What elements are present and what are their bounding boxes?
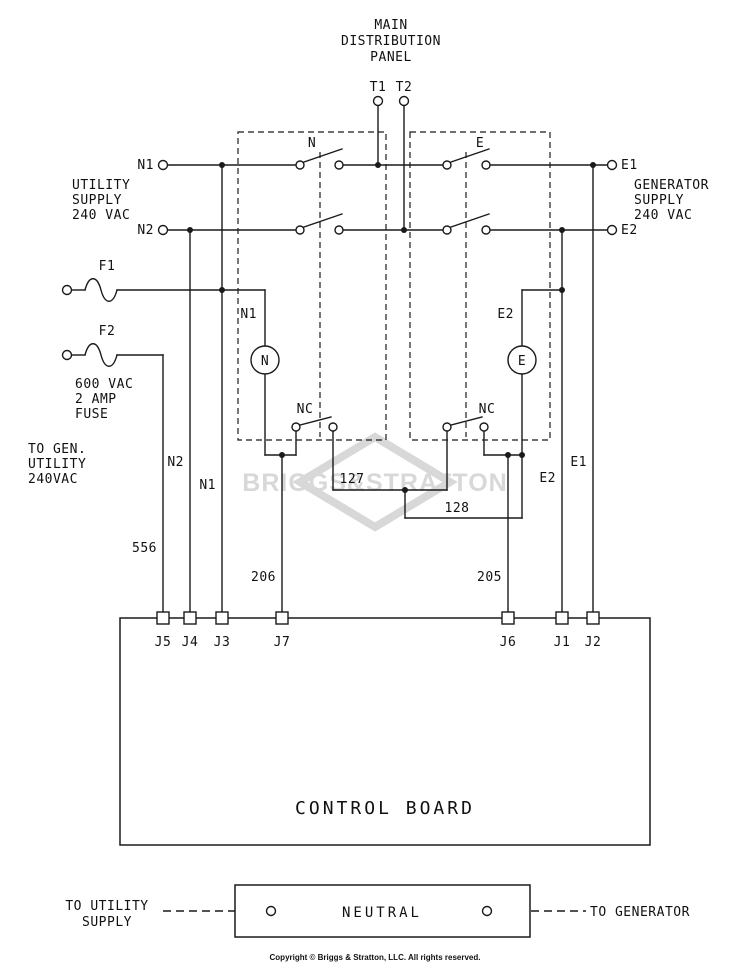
generator-supply-line3: 240 VAC bbox=[634, 208, 692, 223]
terminal-j3-label: J3 bbox=[214, 635, 231, 650]
panel-title-line2: DISTRIBUTION bbox=[341, 34, 441, 49]
watermark-text: BRIGGS&STRATTON bbox=[242, 469, 507, 497]
contactor-e-enclosure bbox=[409, 131, 551, 441]
fuse-spec-line3: FUSE bbox=[75, 407, 108, 422]
contactor-e-label: E bbox=[476, 136, 484, 151]
n-coil-feed-label: N1 bbox=[240, 307, 257, 322]
neutral-title: NEUTRAL bbox=[342, 905, 422, 921]
e-coil-feed-label: E2 bbox=[497, 307, 514, 322]
terminal-j6 bbox=[501, 611, 515, 625]
fuse-f1-symbol bbox=[84, 278, 118, 302]
contactor-n-enclosure bbox=[237, 131, 387, 441]
terminal-j1 bbox=[555, 611, 569, 625]
line-e2-label: E2 bbox=[621, 223, 638, 238]
e-coil-letter: E bbox=[518, 354, 526, 369]
terminal-j5 bbox=[156, 611, 170, 625]
brand-diamond-icon bbox=[292, 432, 458, 532]
utility-supply-line1: UTILITY bbox=[72, 178, 130, 193]
nc-contact-left-label: NC bbox=[297, 402, 314, 417]
wire-127-label: 127 bbox=[340, 472, 365, 487]
terminal-t2-label: T2 bbox=[396, 80, 413, 95]
neutral-generator-terminal bbox=[481, 905, 493, 917]
nc-contact-right-label: NC bbox=[479, 402, 496, 417]
terminal-j7-label: J7 bbox=[274, 635, 291, 650]
e-coil: E bbox=[507, 345, 537, 375]
neutral-left-label-line1: TO UTILITY bbox=[65, 899, 148, 914]
wire-128-label: 128 bbox=[445, 501, 470, 516]
terminal-j4 bbox=[183, 611, 197, 625]
wire-e2-label: E2 bbox=[539, 471, 556, 486]
n-coil: N bbox=[250, 345, 280, 375]
fuse-spec-line2: 2 AMP bbox=[75, 392, 117, 407]
terminal-j2-label: J2 bbox=[585, 635, 602, 650]
neutral-utility-terminal bbox=[265, 905, 277, 917]
contact-points bbox=[291, 148, 491, 432]
terminal-j1-label: J1 bbox=[554, 635, 571, 650]
brand-watermark: BRIGGS&STRATTON bbox=[242, 432, 507, 532]
wire-556-label: 556 bbox=[132, 541, 157, 556]
panel-title-line3: PANEL bbox=[370, 50, 412, 65]
junction-dots bbox=[187, 162, 596, 493]
generator-supply-line1: GENERATOR bbox=[634, 178, 709, 193]
control-board-title: CONTROL BOARD bbox=[295, 798, 475, 819]
wire-n2-label: N2 bbox=[167, 455, 184, 470]
fuse-f1-label: F1 bbox=[99, 259, 116, 274]
control-board: J5 J4 J3 J7 J6 J1 J2 CONTROL BOARD bbox=[119, 611, 651, 846]
terminal-j2 bbox=[586, 611, 600, 625]
wire-206-label: 206 bbox=[251, 570, 276, 585]
wire-n1-label: N1 bbox=[199, 478, 216, 493]
terminal-t1-label: T1 bbox=[370, 80, 387, 95]
generator-supply-line2: SUPPLY bbox=[634, 193, 684, 208]
contactor-n-label: N bbox=[308, 136, 316, 151]
neutral-right-label: TO GENERATOR bbox=[590, 905, 690, 920]
terminal-j4-label: J4 bbox=[182, 635, 199, 650]
utility-supply-line2: SUPPLY bbox=[72, 193, 122, 208]
utility-supply-line3: 240 VAC bbox=[72, 208, 130, 223]
n-coil-letter: N bbox=[261, 354, 269, 369]
terminal-j6-label: J6 bbox=[500, 635, 517, 650]
terminal-j7 bbox=[275, 611, 289, 625]
fuse-f2-label: F2 bbox=[99, 324, 116, 339]
fuse-dest-line2: UTILITY bbox=[28, 457, 86, 472]
line-n1-label: N1 bbox=[137, 158, 154, 173]
fuse-f2-symbol bbox=[84, 343, 118, 367]
panel-title-line1: MAIN bbox=[374, 18, 407, 33]
fuse-dest-line3: 240VAC bbox=[28, 472, 78, 487]
wire-205-label: 205 bbox=[477, 570, 502, 585]
wire-e1-label: E1 bbox=[570, 455, 587, 470]
wires bbox=[71, 104, 609, 612]
terminal-circles bbox=[61, 95, 618, 361]
neutral-terminal-block: NEUTRAL TO UTILITY SUPPLY TO GENERATOR bbox=[65, 884, 690, 938]
terminal-j3 bbox=[215, 611, 229, 625]
line-n2-label: N2 bbox=[137, 223, 154, 238]
fuse-dest-line1: TO GEN. bbox=[28, 442, 86, 457]
terminal-j5-label: J5 bbox=[155, 635, 172, 650]
fuse-spec-line1: 600 VAC bbox=[75, 377, 133, 392]
copyright-text: Copyright © Briggs & Stratton, LLC. All … bbox=[270, 953, 481, 962]
line-e1-label: E1 bbox=[621, 158, 638, 173]
neutral-left-label-line2: SUPPLY bbox=[82, 915, 132, 930]
